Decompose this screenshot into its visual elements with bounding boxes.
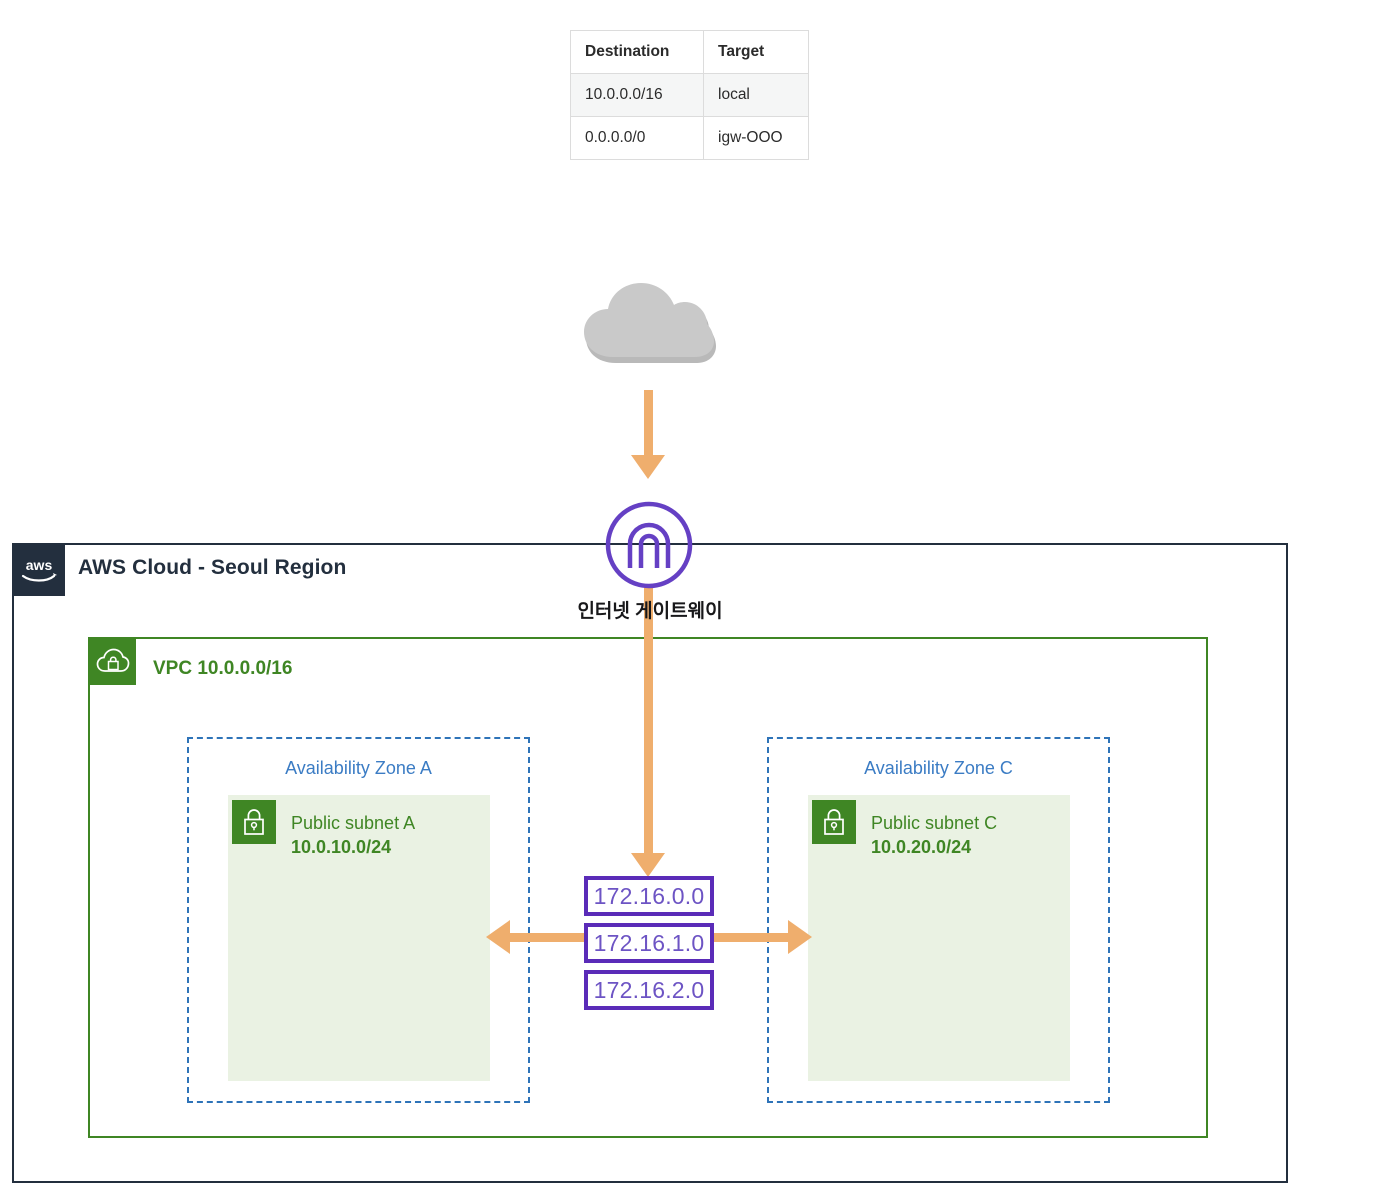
ip-box-1: 172.16.1.0	[584, 923, 714, 963]
ip-box-0: 172.16.0.0	[584, 876, 714, 916]
availability-zone-a	[187, 737, 530, 1103]
aws-logo: aws	[12, 543, 65, 596]
arrow-gateway-to-subnet-shaft	[644, 585, 653, 857]
column-header-destination: Destination	[570, 30, 704, 74]
public-subnet-a-name: Public subnet A	[291, 813, 416, 833]
route-table: Destination Target 10.0.0.0/16 local 0.0…	[570, 30, 809, 160]
arrow-cloud-to-gateway-shaft	[644, 390, 653, 457]
subnet-lock-icon	[232, 800, 276, 844]
availability-zone-a-label: Availability Zone A	[285, 758, 432, 778]
public-subnet-a-cidr: 10.0.10.0/24	[291, 836, 392, 857]
aws-cloud-title: AWS Cloud - Seoul Region	[78, 556, 347, 579]
subnet-lock-icon	[812, 800, 856, 844]
subnet-peering-arrow-head-left	[486, 920, 510, 954]
ip-box-2: 172.16.2.0	[584, 970, 714, 1010]
cell-target: local	[703, 73, 809, 117]
aws-cloud-boundary	[12, 543, 1288, 1183]
arrow-gateway-to-subnet-head	[631, 853, 665, 877]
cloud-icon	[580, 283, 720, 368]
svg-text:aws: aws	[25, 557, 52, 573]
table-row: 0.0.0.0/0 igw-OOO	[570, 116, 809, 160]
availability-zone-c	[767, 737, 1110, 1103]
internet-gateway-icon	[604, 500, 694, 590]
vpc-cloud-lock-icon	[90, 639, 136, 685]
public-subnet-c-text: Public subnet C 10.0.20.0/24	[871, 812, 997, 860]
subnet-peering-arrow-head-right	[788, 920, 812, 954]
cell-destination: 10.0.0.0/16	[570, 73, 704, 117]
availability-zone-c-label: Availability Zone C	[864, 758, 1013, 778]
internet-gateway-label: 인터넷 게이트웨이	[577, 601, 723, 622]
vpc-title: VPC 10.0.0.0/16	[153, 658, 293, 679]
public-subnet-c-name: Public subnet C	[871, 813, 998, 833]
cell-destination: 0.0.0.0/0	[570, 116, 704, 160]
table-header-row: Destination Target	[570, 30, 809, 74]
cell-target: igw-OOO	[703, 116, 809, 160]
column-header-target: Target	[703, 30, 809, 74]
table-row: 10.0.0.0/16 local	[570, 73, 809, 117]
arrow-cloud-to-gateway-head	[631, 455, 665, 479]
public-subnet-c-cidr: 10.0.20.0/24	[871, 836, 972, 857]
public-subnet-a-text: Public subnet A 10.0.10.0/24	[291, 812, 415, 860]
